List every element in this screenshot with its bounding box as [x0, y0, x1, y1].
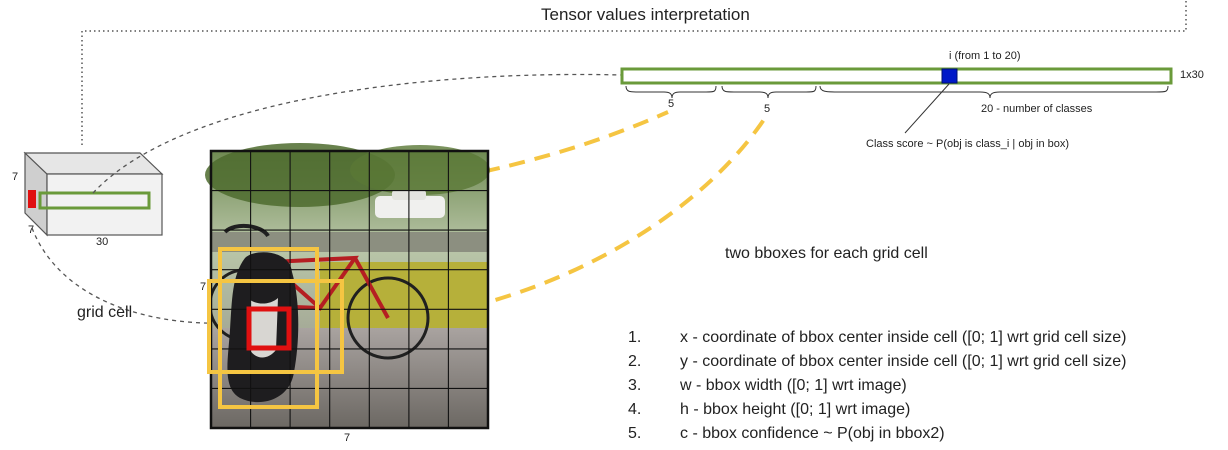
- bbox-values-list: 1.x - coordinate of bbox center inside c…: [628, 326, 1126, 446]
- dashed-grid-cell-curve: [31, 227, 249, 324]
- cube-depth-label: 7: [28, 224, 35, 236]
- grid-cell-highlight: [246, 306, 292, 351]
- tensor-cube: [23, 151, 164, 237]
- bbox-note: two bboxes for each grid cell: [725, 245, 928, 262]
- list-item: 2.y - coordinate of bbox center inside c…: [628, 353, 1127, 370]
- cube-height-label: 7: [12, 171, 19, 183]
- grid-cols-label: 7: [344, 432, 351, 444]
- cube-green-vector: [38, 191, 151, 210]
- cube-red-cell: [28, 190, 36, 208]
- bbox-2: [207, 279, 344, 374]
- grid-cell-label: grid cell: [77, 304, 133, 321]
- class-index-label: i (from 1 to 20): [949, 50, 1021, 62]
- grid-rows-label: 7: [200, 281, 207, 293]
- segment-1-label: 5: [668, 98, 675, 110]
- vector-size-label: 1x30: [1180, 69, 1204, 81]
- tensor-vector: [620, 67, 1173, 134]
- list-item: 1.x - coordinate of bbox center inside c…: [628, 329, 1127, 346]
- classes-label: 20 - number of classes: [981, 103, 1093, 115]
- segment-2-label: 5: [764, 103, 771, 115]
- diagram-title: Tensor values interpretation: [541, 5, 750, 24]
- list-item: 3.w - bbox width ([0; 1] wrt image): [628, 377, 907, 394]
- input-image: [205, 143, 490, 430]
- bbox-1: [218, 247, 319, 409]
- yellow-dashed-bottom: [341, 116, 767, 327]
- class-i-cell: [941, 68, 958, 84]
- list-item: 5.c - bbox confidence ~ P(obj in bbox2): [628, 425, 945, 442]
- cube-width-label: 30: [96, 236, 109, 248]
- class-score-label: Class score ~ P(obj is class_i | obj in …: [866, 138, 1070, 150]
- list-item: 4.h - bbox height ([0; 1] wrt image): [628, 401, 911, 418]
- dashed-cube-to-vector: [92, 73, 623, 194]
- dotted-connector: [81, 0, 1187, 145]
